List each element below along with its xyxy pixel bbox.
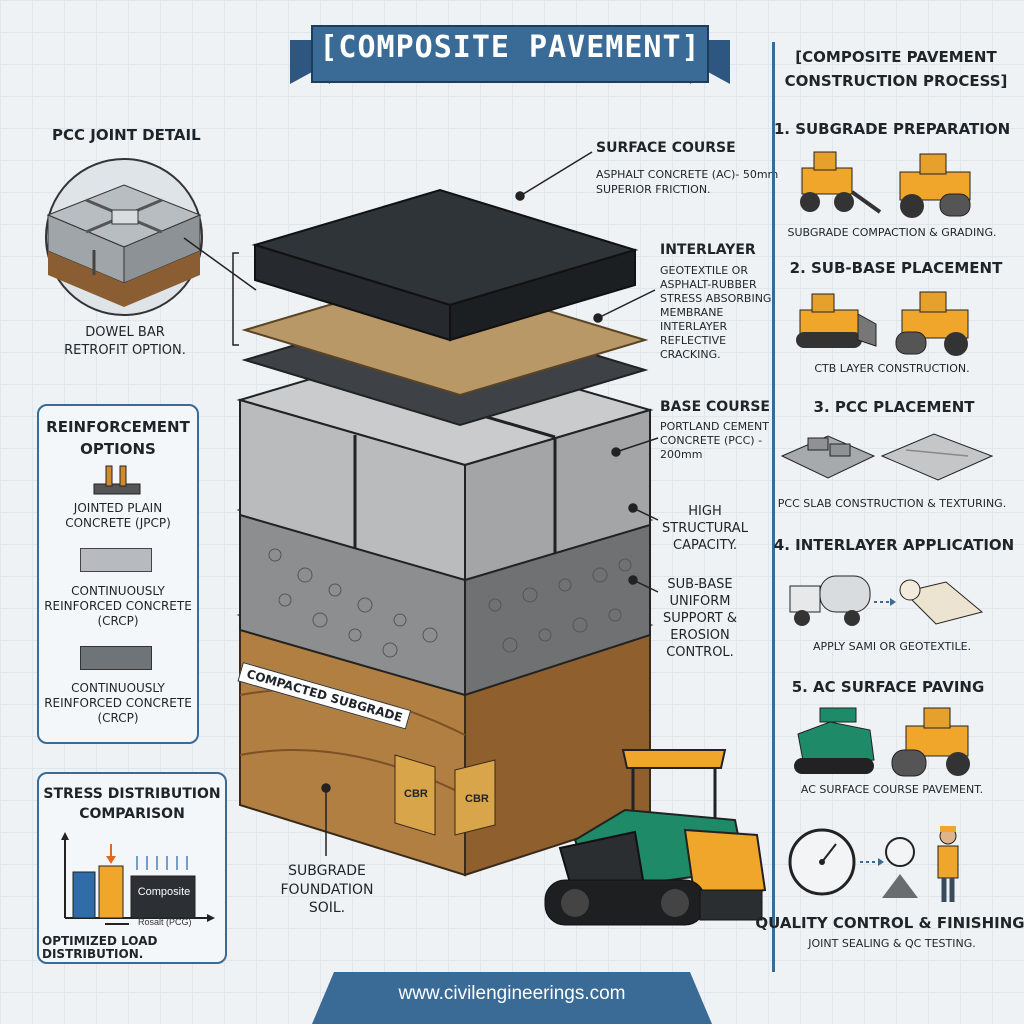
title-ribbon	[290, 25, 730, 84]
asphalt-paver-illustration	[544, 749, 767, 926]
stress-heading-1: STRESS DISTRIBUTION	[43, 786, 221, 802]
surface-course-line-1: ASPHALT CONCRETE (AC)- 50mm	[596, 168, 779, 181]
footer-banner	[312, 972, 712, 1024]
page-title: [COMPOSITE PAVEMENT]	[319, 30, 701, 65]
reinforcement-heading-2: OPTIONS	[80, 440, 156, 458]
stress-chart	[61, 832, 215, 925]
step-1-caption: SUBGRADE COMPACTION & GRADING.	[787, 226, 997, 239]
subbase-line-1: SUB-BASE	[667, 577, 733, 592]
base-course-line-2: CONCRETE (PCC) -	[660, 434, 763, 447]
reinforcement-3-line-3: (CRCP)	[97, 711, 139, 725]
cbr-sign-2	[454, 759, 496, 836]
subbase-line-4: EROSION	[670, 628, 730, 643]
stress-panel	[37, 772, 227, 964]
interlayer-line-4: MEMBRANE	[660, 306, 724, 319]
subgrade-line-2: FOUNDATION SOIL.	[280, 882, 374, 916]
base-course-line-3: 200mm	[660, 448, 703, 461]
reinforcement-1-line-2: CONCRETE (JPCP)	[65, 516, 171, 530]
step-5-caption: AC SURFACE COURSE PAVEMENT.	[800, 783, 984, 796]
step-1-equipment-icon	[800, 151, 971, 218]
asphalt-layer-right	[449, 248, 636, 342]
cbr-label-1: CBR	[404, 788, 428, 800]
step-5-paving-icon	[794, 707, 970, 777]
capacity-line-1: HIGH	[688, 504, 722, 519]
capacity-line-2: STRUCTURAL	[662, 521, 748, 536]
process-heading-1: [COMPOSITE PAVEMENT	[795, 48, 997, 66]
joint-detail-illustration	[45, 158, 203, 316]
subgrade-line-1: SUBGRADE	[288, 863, 366, 879]
step-2-title: 2. SUB-BASE PLACEMENT	[789, 259, 1003, 277]
joint-detail-caption-2: RETROFIT OPTION.	[64, 343, 186, 358]
interlayer-line-5: INTERLAYER	[660, 320, 728, 333]
joint-detail-heading: PCC JOINT DETAIL	[52, 126, 201, 144]
step-3-caption: PCC SLAB CONSTRUCTION & TEXTURING.	[777, 497, 1007, 510]
interlayer-heading: INTERLAYER	[660, 242, 756, 258]
step-2-caption: CTB LAYER CONSTRUCTION.	[814, 362, 970, 375]
cbr-label-2: CBR	[465, 793, 489, 805]
reinforcement-panel	[37, 404, 199, 744]
surface-course-line-2: SUPERIOR FRICTION.	[596, 183, 711, 196]
quality-control-caption: JOINT SEALING & QC TESTING.	[808, 937, 976, 950]
stress-axis-label: Rosalt (PCG)	[138, 917, 192, 927]
joint-detail-caption-1: DOWEL BAR	[85, 325, 165, 340]
reinforcement-1-line-1: JOINTED PLAIN	[73, 501, 163, 515]
step-1-title: 1. SUBGRADE PREPARATION	[773, 120, 1011, 138]
interlayer-line-3: STRESS ABSORBING	[660, 292, 772, 305]
stress-composite-label: Composite	[137, 886, 191, 898]
step-3-slab-icon	[780, 433, 994, 481]
step-4-title: 4. INTERLAYER APPLICATION	[773, 536, 1015, 554]
interlayer-line-1: GEOTEXTILE OR	[660, 264, 748, 277]
crcp-swatch-light	[80, 548, 152, 572]
subbase-line-3: SUPPORT &	[663, 611, 737, 626]
capacity-line-3: CAPACITY.	[673, 538, 737, 553]
reinforcement-3-line-2: REINFORCED CONCRETE	[44, 696, 192, 710]
step-4-interlayer-icon	[789, 575, 984, 626]
joint-leader-line	[183, 237, 257, 291]
quality-control-title: QUALITY CONTROL & FINISHING	[755, 914, 1024, 932]
reinforcement-2-line-1: CONTINUOUSLY	[71, 584, 165, 598]
reinforcement-3-line-1: CONTINUOUSLY	[71, 681, 165, 695]
step-4-caption: APPLY SAMI OR GEOTEXTILE.	[812, 640, 972, 653]
base-course-heading: BASE COURSE	[660, 399, 770, 415]
stress-heading-2: COMPARISON	[79, 806, 185, 822]
interlayer-line-2: ASPHALT-RUBBER	[660, 278, 757, 291]
quality-control-icon	[788, 826, 959, 902]
pcc-layer-right	[464, 408, 651, 582]
interlayer-line-7: CRACKING.	[660, 348, 721, 361]
surface-course-heading: SURFACE COURSE	[596, 140, 736, 156]
process-heading-2: CONSTRUCTION PROCESS]	[784, 72, 1008, 90]
stress-caption: OPTIMIZED LOAD DISTRIBUTION.	[42, 934, 158, 961]
cbr-sign-1	[394, 754, 436, 836]
subbase-line-5: CONTROL.	[666, 645, 734, 660]
jpcp-dowel-icon	[93, 465, 141, 495]
base-course-line-1: PORTLAND CEMENT	[660, 420, 769, 433]
subbase-line-2: UNIFORM	[669, 594, 731, 609]
reinforcement-2-line-2: REINFORCED CONCRETE	[44, 599, 192, 613]
reinforcement-2-line-3: (CRCP)	[97, 614, 139, 628]
interlayer-line-6: REFLECTIVE	[660, 334, 727, 347]
step-2-equipment-icon	[796, 291, 969, 356]
process-divider	[772, 42, 775, 972]
reinforcement-heading-1: REINFORCEMENT	[46, 418, 190, 436]
footer-url: www.civilengineerings.com	[398, 983, 626, 1004]
step-3-title: 3. PCC PLACEMENT	[813, 398, 975, 416]
step-5-title: 5. AC SURFACE PAVING	[791, 678, 985, 696]
crcp-swatch-dark	[80, 646, 152, 670]
